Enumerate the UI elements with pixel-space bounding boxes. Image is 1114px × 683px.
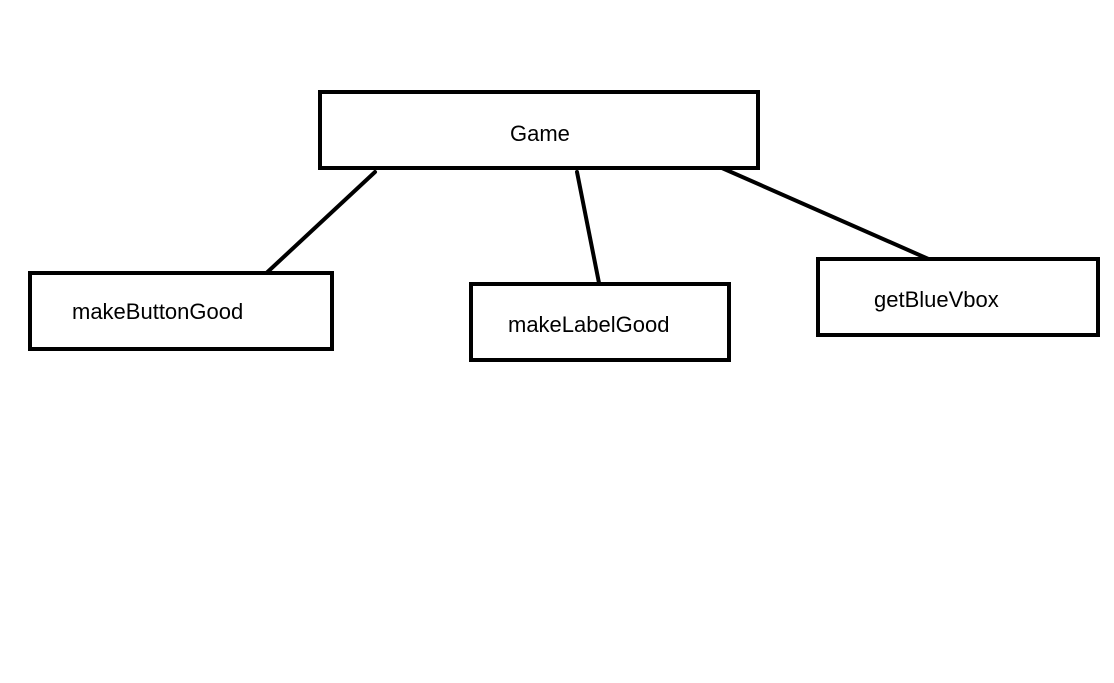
node-makebuttongood-label: makeButtonGood bbox=[72, 299, 244, 324]
node-makelabelgood: makeLabelGood bbox=[469, 282, 731, 362]
node-game: Game bbox=[318, 90, 760, 170]
node-getbluevbox-label: getBlueVbox bbox=[874, 287, 999, 312]
edge-game-to-makelabelgood bbox=[575, 170, 602, 290]
node-getbluevbox: getBlueVbox bbox=[816, 257, 1100, 337]
edge-game-to-makebuttongood bbox=[258, 170, 377, 281]
node-makebuttongood: makeButtonGood bbox=[28, 271, 334, 351]
node-makelabelgood-label: makeLabelGood bbox=[508, 312, 670, 337]
node-game-label: Game bbox=[510, 121, 570, 146]
edge-game-to-getbluevbox bbox=[704, 159, 935, 263]
